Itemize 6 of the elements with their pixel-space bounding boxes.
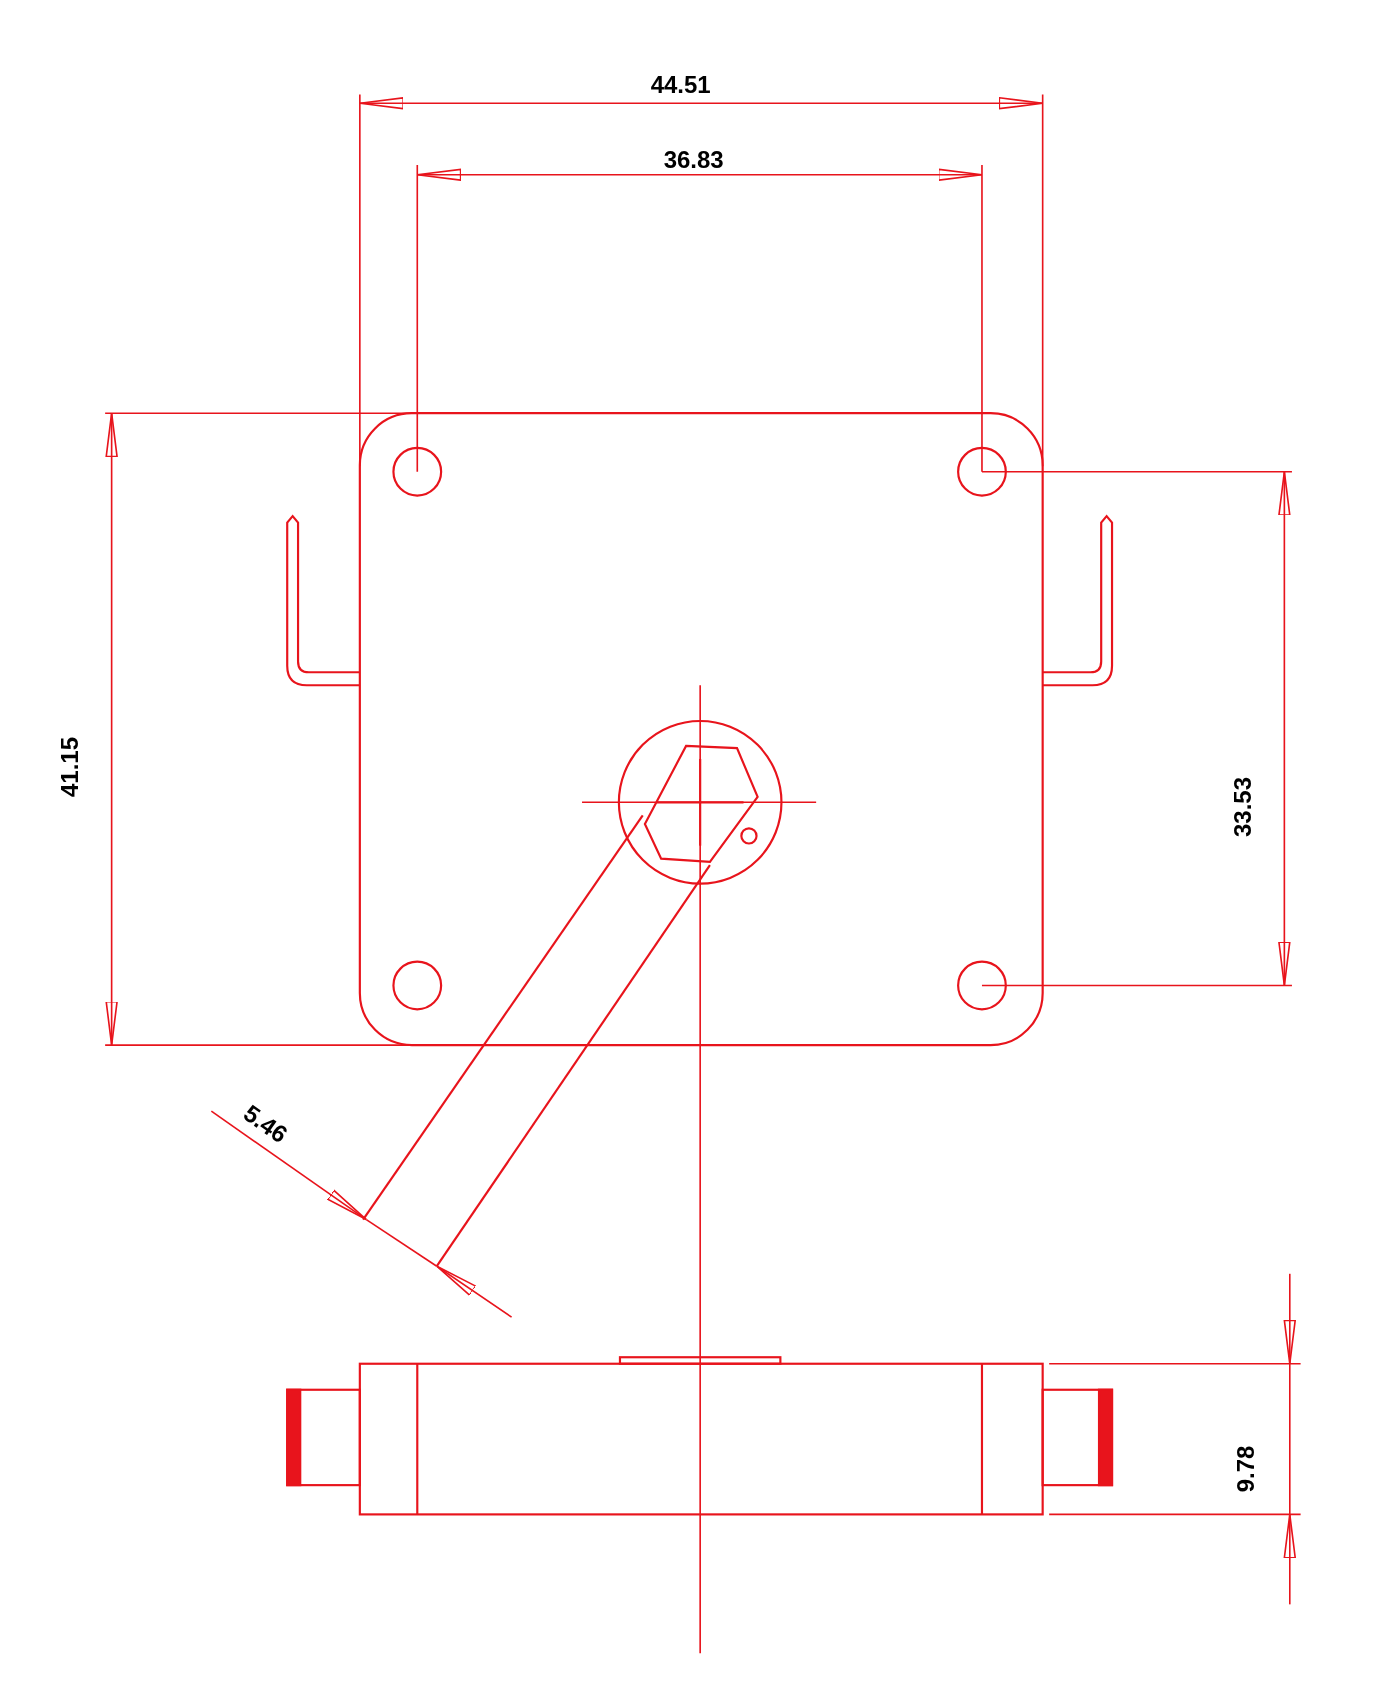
dimension-label: 41.15 — [58, 737, 83, 798]
dimension-label: 36.83 — [663, 148, 724, 173]
dimension-label: 5.46 — [239, 1100, 292, 1148]
dimension-label: 44.51 — [650, 72, 711, 97]
dimension-label: 33.53 — [1231, 777, 1256, 838]
dimension-label: 9.78 — [1234, 1445, 1259, 1492]
